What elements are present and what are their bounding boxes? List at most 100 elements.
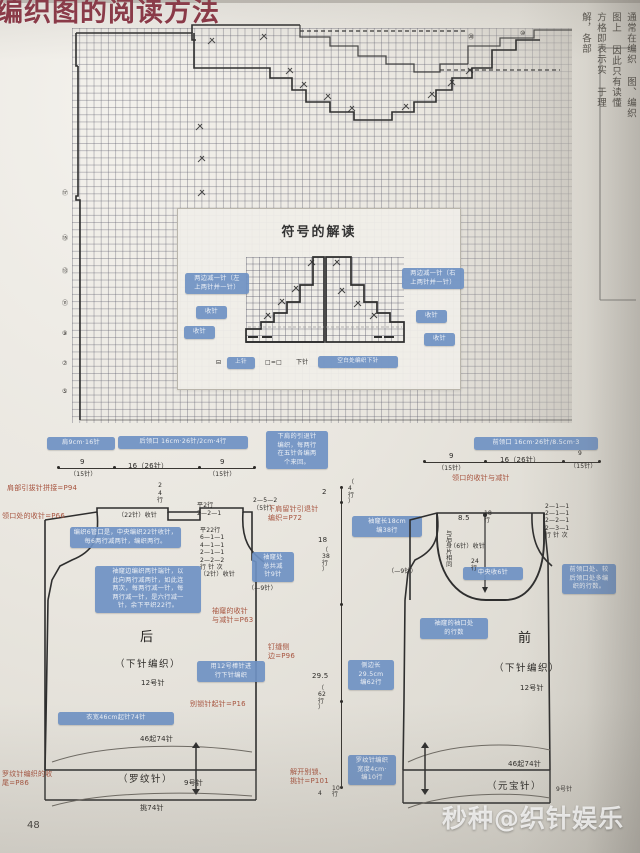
front-neck-steps: 2—1—1 2—1—1 2—2—1 2—3—1 行 针 次 (545, 503, 570, 539)
back-dim-dot-3 (198, 466, 201, 469)
front-same-as-back: 与后身片相同 (444, 530, 452, 568)
center-dim-2-rows: （ 4 行 ） (348, 479, 355, 506)
back-dim-9-right: 9 (220, 458, 225, 466)
chart-col-marker-b: ⑩ (520, 30, 526, 37)
legend-key-blank: 空白处编织下针 (318, 356, 398, 368)
center-dim-dot-1 (340, 486, 343, 489)
center-dim-62-rows: （ 62 行 ） (318, 685, 327, 712)
watermark: 秒种@织针娱乐 (441, 804, 624, 833)
back-stitch-method: （下针编织） (115, 659, 182, 670)
front-dim-9-left: 9 (449, 452, 454, 460)
front-ribbing-needle: 9号针 (556, 786, 573, 793)
back-neck-22-bindoff: （22针）收针 (118, 512, 158, 519)
back-ribbing-name: （罗纹针） (118, 774, 174, 785)
center-dim-dot-4 (340, 700, 343, 703)
back-width-chip: 衣宽46cm起针74针 (58, 712, 174, 725)
legend-left-note: 两边减一针（左 上两针并一针） (185, 273, 249, 295)
back-neck-chip: 后领口 16cm·26针/2cm·4行 (118, 436, 248, 449)
front-ribbing-chip: 罗纹针编织 宽度4cm· 编10行 (348, 755, 396, 785)
back-ribbing-needle: 9号针 (184, 779, 204, 787)
front-dim-dot-4 (598, 460, 601, 463)
chart-row-marker-9: ⑨ (62, 330, 68, 337)
legend-bindoff-3: 收针 (416, 310, 447, 323)
chart-row-marker-15: ⑮ (62, 235, 69, 242)
back-dim-9-right-stitches: （15针） (209, 471, 236, 478)
legend-staircases (245, 256, 405, 343)
legend-title: 符号的解读 (281, 225, 357, 240)
legend-bindoff-4: 收针 (424, 333, 455, 346)
front-neck-rows-chip: 前领口处、较 后领口处多编 织的行数。 (562, 564, 616, 594)
legend-grid-right (326, 257, 404, 342)
front-dim-dot-3 (562, 460, 565, 463)
legend-right-note: 两边减一针（右 上两针并一针） (402, 268, 464, 290)
back-cast-on-text: 46起74针 (140, 735, 174, 743)
front-needle: 12号针 (520, 684, 544, 692)
legend-key-purl: 上针 (227, 357, 255, 369)
back-provisional-note: 别锁针起针=P16 (190, 700, 246, 708)
legend-key-knit-symbol: □=□ (265, 359, 282, 366)
chart-row-marker-7: ⑦ (62, 360, 68, 367)
front-stitch-method: （下针编织） (494, 663, 561, 674)
front-dim-16: 16（26针） (500, 456, 541, 464)
back-armhole-steps: 平22行 6—1—1 4—1—1 2—1—1 2—2—2 行 针 次 （2针）收… (200, 527, 236, 579)
front-dim-dot-1 (423, 460, 426, 463)
page-title: 编织图的阅读方法 (0, 0, 220, 28)
center-dim-axis (341, 486, 342, 786)
back-seam-note: 钉缝侧 边=P96 (268, 643, 295, 660)
front-piece-name: 前 (518, 631, 535, 646)
front-dim-dot-2 (484, 460, 487, 463)
front-release-note: 解开别锁、 挑针=P101 (290, 768, 329, 785)
back-dim-9-left: 9 (80, 458, 85, 466)
front-neck-depth: 8.5 (458, 514, 470, 522)
back-dim-line (58, 468, 255, 469)
scan-edge (0, 0, 640, 3)
center-dim-18-rows: （ 38 行 ） (322, 547, 331, 574)
back-dim-16: 16（26针） (128, 462, 169, 470)
center-dim-dot-5 (340, 786, 343, 789)
back-piece-schematic (44, 507, 265, 807)
back-armhole-chip: 袖窿边编织两针端针，以 此向两行减两针，如此连 两次，每两行减一针，每 两行减一… (95, 566, 201, 613)
front-armhole-total: （—9针） (388, 568, 417, 575)
center-dim-10-rows: 10 行 (332, 785, 341, 799)
center-dim-4: 4 (318, 790, 323, 797)
back-shoulder-chip: 肩9cm·16针 (47, 437, 115, 450)
front-dim-line (424, 462, 600, 463)
back-armhole-total-chip: 袖窿处 总共减 针9针 (252, 552, 294, 582)
front-dim-9-right-stitches: （15针） (570, 463, 597, 470)
front-dim-9-right: 9 (578, 450, 583, 457)
legend-bindoff-1: 收针 (196, 306, 227, 319)
front-neck-shape-note: 领口的收针与减针 (452, 474, 510, 482)
back-needle: 12号针 (141, 679, 165, 687)
back-shoulder-join-note: 肩部引拔针拼接=P94 (7, 484, 78, 492)
back-dim-2-4rows: 2 4 行 (157, 482, 164, 505)
legend-bindoff-2: 收针 (184, 326, 215, 339)
page-number: 48 (27, 820, 40, 831)
back-neck-bindoff-chip: 编织6管口是，中央编织22针收针， 每6两行减两针，编织两行。 (70, 527, 181, 549)
center-dim-18: 18 (318, 536, 328, 544)
chart-row-marker-11: ⑪ (62, 300, 69, 307)
back-armhole-note: 袖窿的收针 与减针=P63 (212, 607, 254, 624)
back-dim-dot-2 (113, 466, 116, 469)
chart-row-marker-5: ⑤ (62, 388, 68, 395)
front-neck-chip: 前领口 16cm·26针/8.5cm·3 (474, 437, 598, 450)
back-shoulder-shortrow-chip: 下肩的引退针 编织，每两行 在五针各编两 个来回。 (266, 431, 328, 470)
back-shoulder-shortrow-note: 下肩留针引退针 编织=P72 (268, 505, 319, 522)
back-neck-bindoff-note: 领口处的收针=P66 (2, 512, 65, 520)
back-piece-name: 后 (140, 630, 157, 645)
back-armhole-total: （—9针） (248, 585, 277, 592)
chart-col-marker-a: ⑳ (468, 34, 475, 41)
back-pickup-text: 挑74针 (140, 804, 164, 812)
front-sleeve-opening-chip: 袖窿的袖口处 的行数 (420, 618, 488, 640)
center-sleeve-chip: 袖窿长18cm 编38行 (352, 516, 422, 538)
chart-row-marker-17: ⑰ (62, 190, 69, 197)
front-neck-center-bindoff: （6针）收针 (450, 543, 486, 550)
center-dim-2: 2 (322, 488, 327, 496)
center-dim-dot-3 (340, 603, 343, 606)
front-neck-rows: 18 行 (484, 510, 493, 524)
back-dim-dot-4 (253, 466, 256, 469)
front-ribbing-name: （元宝针） (487, 781, 543, 792)
back-dim-dot-1 (57, 466, 60, 469)
back-ribbing-end-note: 罗纹针编织的收 尾=P86 (2, 770, 53, 787)
front-side-chip: 侧边长 29.5cm 编62行 (348, 660, 394, 690)
